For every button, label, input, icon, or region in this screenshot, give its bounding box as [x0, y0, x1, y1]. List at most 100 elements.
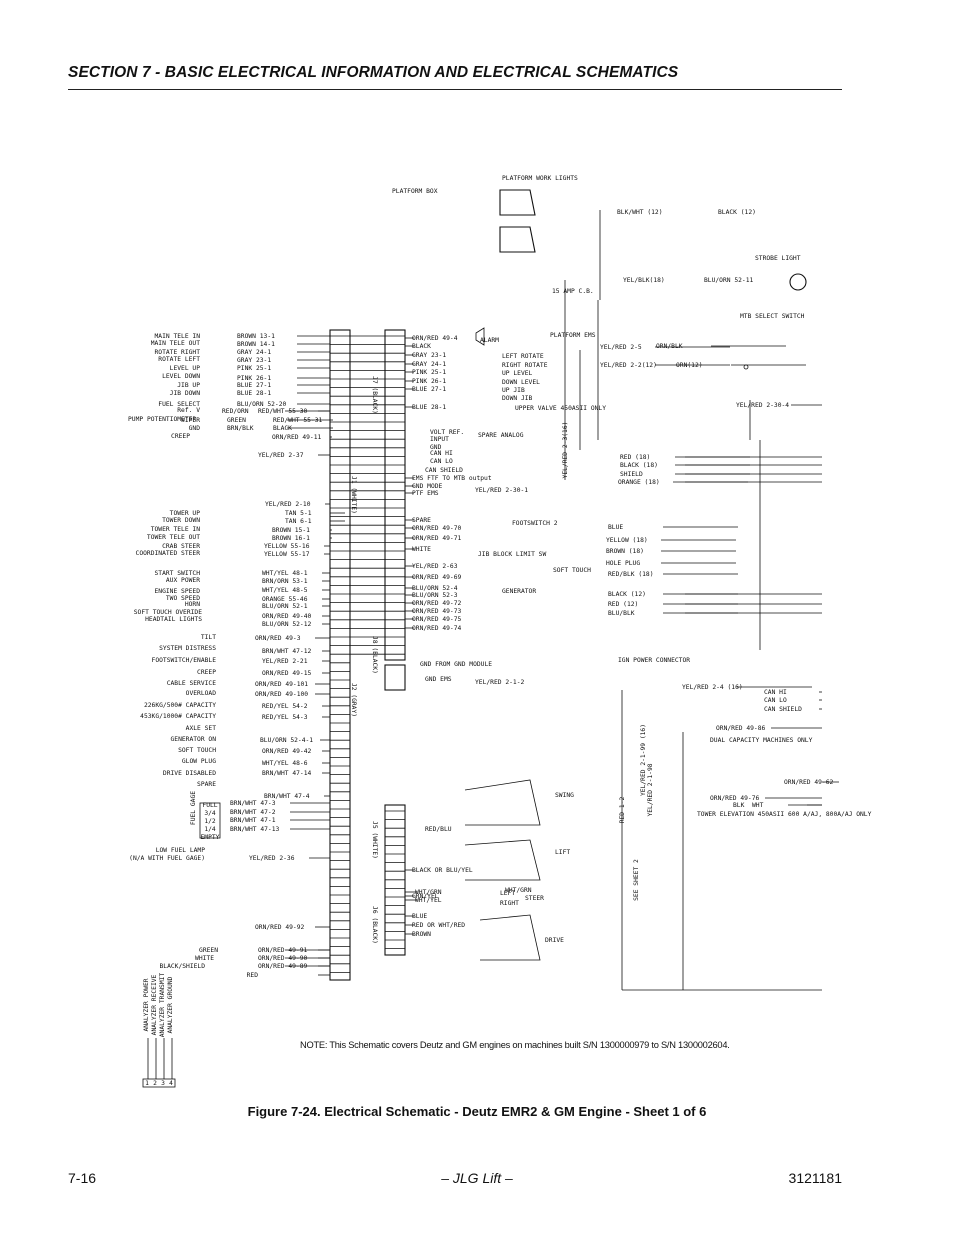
- analyzer-label: ANALYZER GROUND: [167, 976, 174, 1033]
- function-label: AUX POWER: [166, 577, 200, 584]
- wire-label: YEL/RED 2-30-1: [475, 487, 528, 494]
- function-label: CABLE SERVICE: [167, 680, 216, 687]
- function-label: TOWER DOWN: [162, 517, 200, 524]
- function-label: FUEL GAGE: [190, 791, 197, 825]
- wire-label: YEL/RED 2-2(12): [600, 362, 657, 369]
- wire-label: RED/BLU: [425, 826, 452, 833]
- label-spare-analog: SPARE ANALOG: [478, 432, 524, 439]
- label-ign-power: IGN POWER CONNECTOR: [618, 657, 690, 664]
- wire-label: ORN/RED 49-42: [262, 748, 311, 755]
- function-label: LEVEL DOWN: [162, 373, 200, 380]
- function-label: JIB DOWN: [170, 390, 201, 397]
- connector-label: J1 (WHITE): [350, 476, 357, 514]
- wire-label: RIGHT: [500, 900, 519, 907]
- wire-label: ORN/RED 49-74: [412, 625, 461, 632]
- wire-label: ORN/RED 49-86: [716, 725, 765, 732]
- label-mtb-switch: MTB SELECT SWITCH: [740, 313, 805, 320]
- wire-label: RED/WHT 55-30: [258, 408, 307, 415]
- function-label: Ref. V: [177, 407, 200, 414]
- function-label: EMPTY: [201, 834, 220, 841]
- label-circuit-breaker: 15 AMP C.B.: [552, 288, 594, 295]
- wire-label: GREEN: [199, 947, 218, 954]
- wire-label: LEFT: [500, 890, 515, 897]
- wire-label: GND EMS: [425, 676, 452, 683]
- wire-label: ORN/RED 49-75: [412, 616, 461, 623]
- analyzer-connector: [142, 1078, 176, 1088]
- wire-label: YEL/RED 2-10: [265, 501, 311, 508]
- wire-label: RED: [247, 972, 259, 979]
- label-footswitch-2: FOOTSWITCH 2: [512, 520, 558, 527]
- function-label: SYSTEM DISTRESS: [159, 645, 216, 652]
- wire-label: BLACK (18): [620, 462, 658, 469]
- wire-label: DOWN LEVEL: [502, 379, 540, 386]
- wire-label: ORN/RED 49-11: [272, 434, 321, 441]
- wire-label: BLACK (12): [608, 591, 646, 598]
- left-pin-rows: [330, 335, 350, 973]
- wire-label: CAN LO: [764, 697, 787, 704]
- wire-label: TAN 5-1: [285, 510, 312, 517]
- wire-label: GND FROM GND MODULE: [420, 661, 492, 668]
- function-label: HEADTAIL LIGHTS: [145, 616, 202, 623]
- drive-potentiometer-icon: [479, 914, 541, 961]
- wire-label: UP LEVEL: [502, 370, 533, 377]
- wire-label: BLU/ORN 52-11: [704, 277, 753, 284]
- label-drive: DRIVE: [545, 937, 564, 944]
- wire-label: BLUE: [608, 524, 623, 531]
- wire-label: CAN HI: [430, 450, 453, 457]
- wire-label: BLK: [733, 802, 745, 809]
- wire-label: ORN/RED 49-100: [255, 691, 308, 698]
- wire-label: ORN/RED 49-90: [258, 955, 307, 962]
- wire-label: WHT/YEL: [415, 897, 442, 904]
- wire-label: CAN SHIELD: [425, 467, 463, 474]
- label-upper-valve: UPPER VALVE 450ASII ONLY: [515, 405, 606, 412]
- wire-label: BLU/BLK: [608, 610, 635, 617]
- left-wire-lines: [285, 335, 345, 976]
- wire-label: ORANGE 55-46: [262, 596, 308, 603]
- wire-label: RED/ORN: [222, 408, 249, 415]
- connector-labels: J7 (BLACK)J1 (WHITE)J8 (BLACK)J2 (GRAY)J…: [350, 376, 378, 944]
- wire-label: YEL/RED 2-4 (16): [682, 684, 743, 691]
- wire-label: BRN/WHT 47-1: [230, 817, 276, 824]
- function-label: WIPER: [181, 417, 200, 424]
- function-label: TWO SPEED: [166, 595, 200, 602]
- wire-label: GRAY 24-1: [412, 361, 446, 368]
- connector-j7-block: [384, 329, 406, 661]
- wire-label: BROWN 13-1: [237, 333, 275, 340]
- wire-label: PINK 25-1: [237, 365, 271, 372]
- function-label: DRIVE DISABLED: [163, 770, 216, 777]
- wire-label: BLUE 28-1: [237, 390, 271, 397]
- analyzer-pin: 1: [145, 1080, 149, 1087]
- wire-label: ORN/RED 49-73: [412, 608, 461, 615]
- function-label: (N/A WITH FUEL GAGE): [129, 855, 205, 862]
- function-label: MAIN TELE IN: [155, 333, 201, 340]
- schematic-note: NOTE: This Schematic covers Deutz and GM…: [300, 1040, 730, 1050]
- fuel-gage-icon: [199, 802, 221, 839]
- wire-label: BRN/BLK: [227, 425, 254, 432]
- wire-label: ORN/RED 49-71: [412, 535, 461, 542]
- wire-label: SHIELD: [620, 471, 643, 478]
- wire-label: BLUE 28-1: [412, 404, 446, 411]
- function-label: FOOTSWITCH/ENABLE: [152, 657, 217, 664]
- wire-label: GRN/YEL: [412, 893, 439, 900]
- wire-label: YEL/BLK(18): [623, 277, 665, 284]
- wire-label: BRN/WHT 47-13: [230, 826, 279, 833]
- wire-label: BRN/WHT 47-4: [264, 793, 310, 800]
- wire-label: ORANGE (18): [618, 479, 660, 486]
- page-number: 7-16: [68, 1170, 97, 1186]
- wire-label: ORN(12): [676, 362, 703, 369]
- label-jib-block-limit: JIB BLOCK LIMIT SW: [478, 551, 546, 558]
- function-label: 453KG/1000# CAPACITY: [140, 713, 216, 720]
- wire-label: CAN HI: [764, 689, 787, 696]
- wire-label: ORN/RED 49-92: [255, 924, 304, 931]
- wire-label: YEL/RED 2-21: [262, 658, 308, 665]
- function-label: LOW FUEL LAMP: [156, 847, 205, 854]
- swing-potentiometer-icon: [464, 779, 541, 826]
- wire-label: BRN/WHT 47-2: [230, 809, 276, 816]
- function-label: GLOW PLUG: [182, 758, 216, 765]
- function-label: TOWER UP: [170, 510, 201, 517]
- function-label: ROTATE LEFT: [158, 356, 200, 363]
- label-platform-ems: PLATFORM EMS: [550, 332, 596, 339]
- function-label: TILT: [201, 634, 216, 641]
